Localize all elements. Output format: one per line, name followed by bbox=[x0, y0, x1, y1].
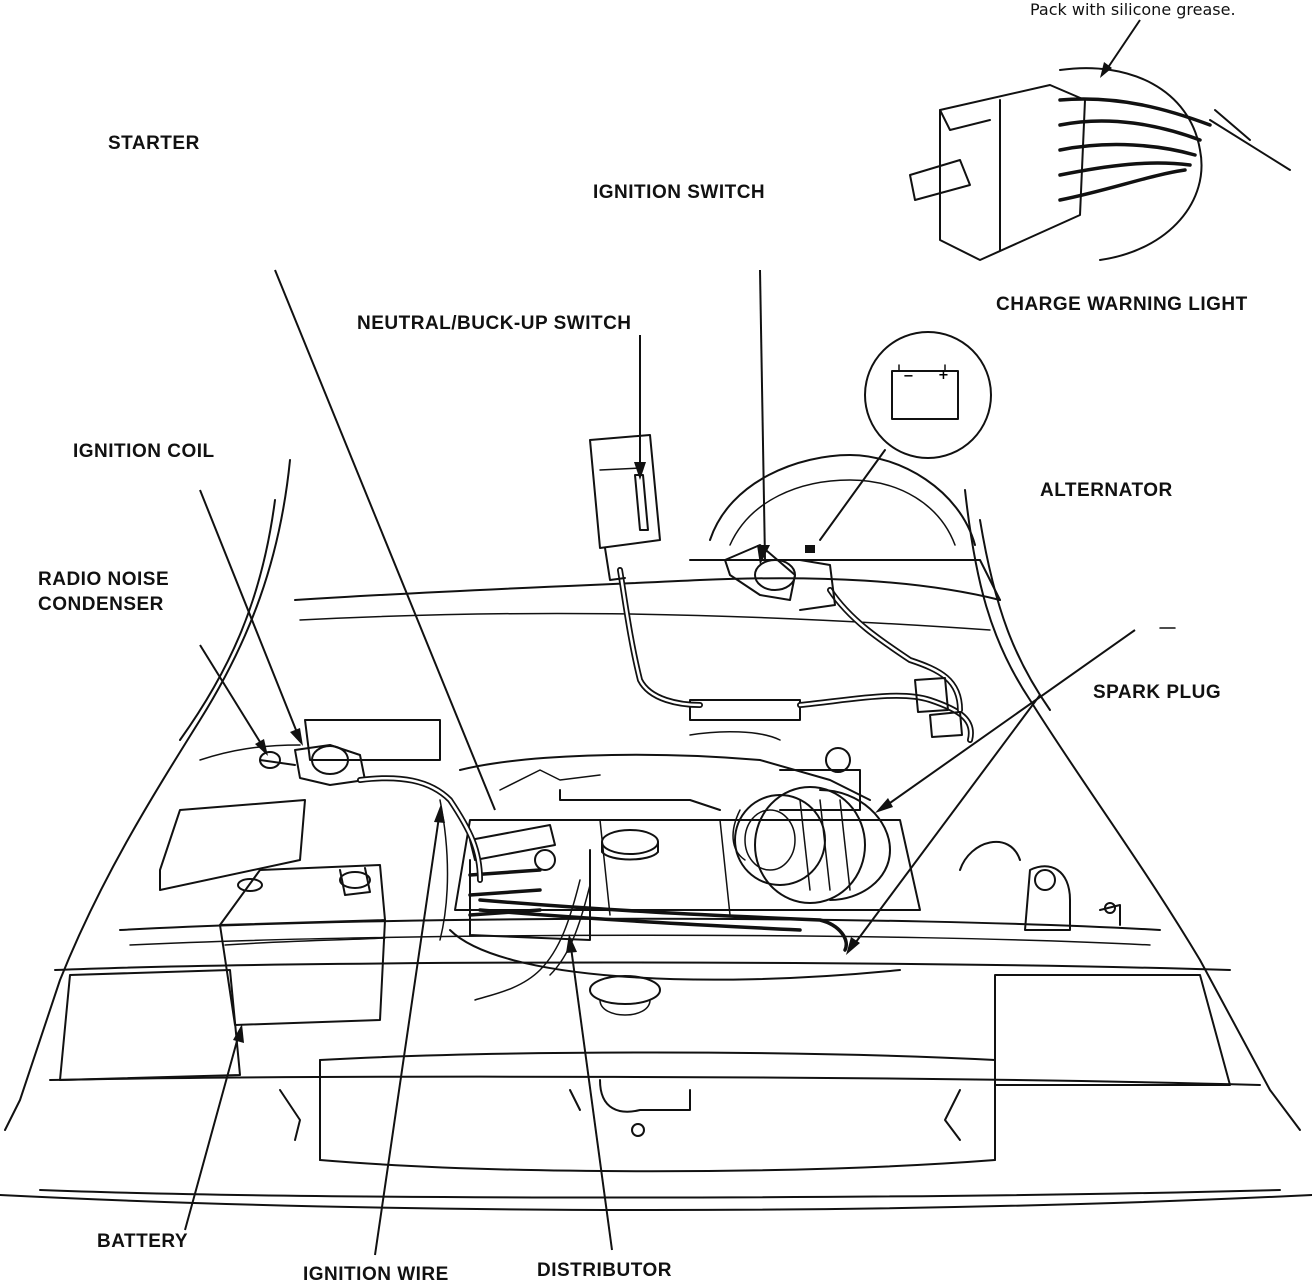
spark-plug-label: SPARK PLUG bbox=[1093, 682, 1222, 703]
coil-drawing bbox=[259, 744, 366, 786]
charge-warning-light-label: CHARGE WARNING LIGHT bbox=[996, 294, 1248, 315]
ignition-switch-drawing bbox=[724, 544, 963, 738]
ignition-switch-label: IGNITION SWITCH bbox=[593, 182, 766, 203]
starter-label: STARTER bbox=[108, 133, 200, 154]
radio-noise-label-line2: CONDENSER bbox=[38, 594, 164, 615]
battery-label: BATTERY bbox=[97, 1231, 189, 1252]
neutral-switch-label: NEUTRAL/BUCK-UP SWITCH bbox=[357, 313, 632, 334]
alternator-label: ALTERNATOR bbox=[1040, 480, 1173, 501]
alternator-drawing bbox=[732, 786, 891, 904]
leader-lines bbox=[184, 269, 1176, 1256]
wire-harness bbox=[357, 567, 974, 1001]
neutral-switch-drawing bbox=[589, 434, 661, 581]
battery-drawing bbox=[219, 864, 386, 1026]
battery-plus-icon: + bbox=[938, 368, 949, 383]
distributor-label: DISTRIBUTOR bbox=[537, 1260, 672, 1281]
charge-light-inset bbox=[819, 331, 992, 541]
battery-minus-icon: − bbox=[903, 369, 914, 384]
engine bbox=[159, 699, 1121, 1016]
ignition-wire-label: IGNITION WIRE bbox=[303, 1264, 449, 1285]
car-body bbox=[0, 454, 1312, 1211]
distributor-drawing bbox=[468, 824, 591, 941]
pack-note-label: Pack with silicone grease. bbox=[1030, 0, 1236, 19]
ignition-coil-label: IGNITION COIL bbox=[73, 441, 215, 462]
radio-noise-label-line1: RADIO NOISE bbox=[38, 569, 170, 590]
connector-inset bbox=[909, 19, 1291, 261]
